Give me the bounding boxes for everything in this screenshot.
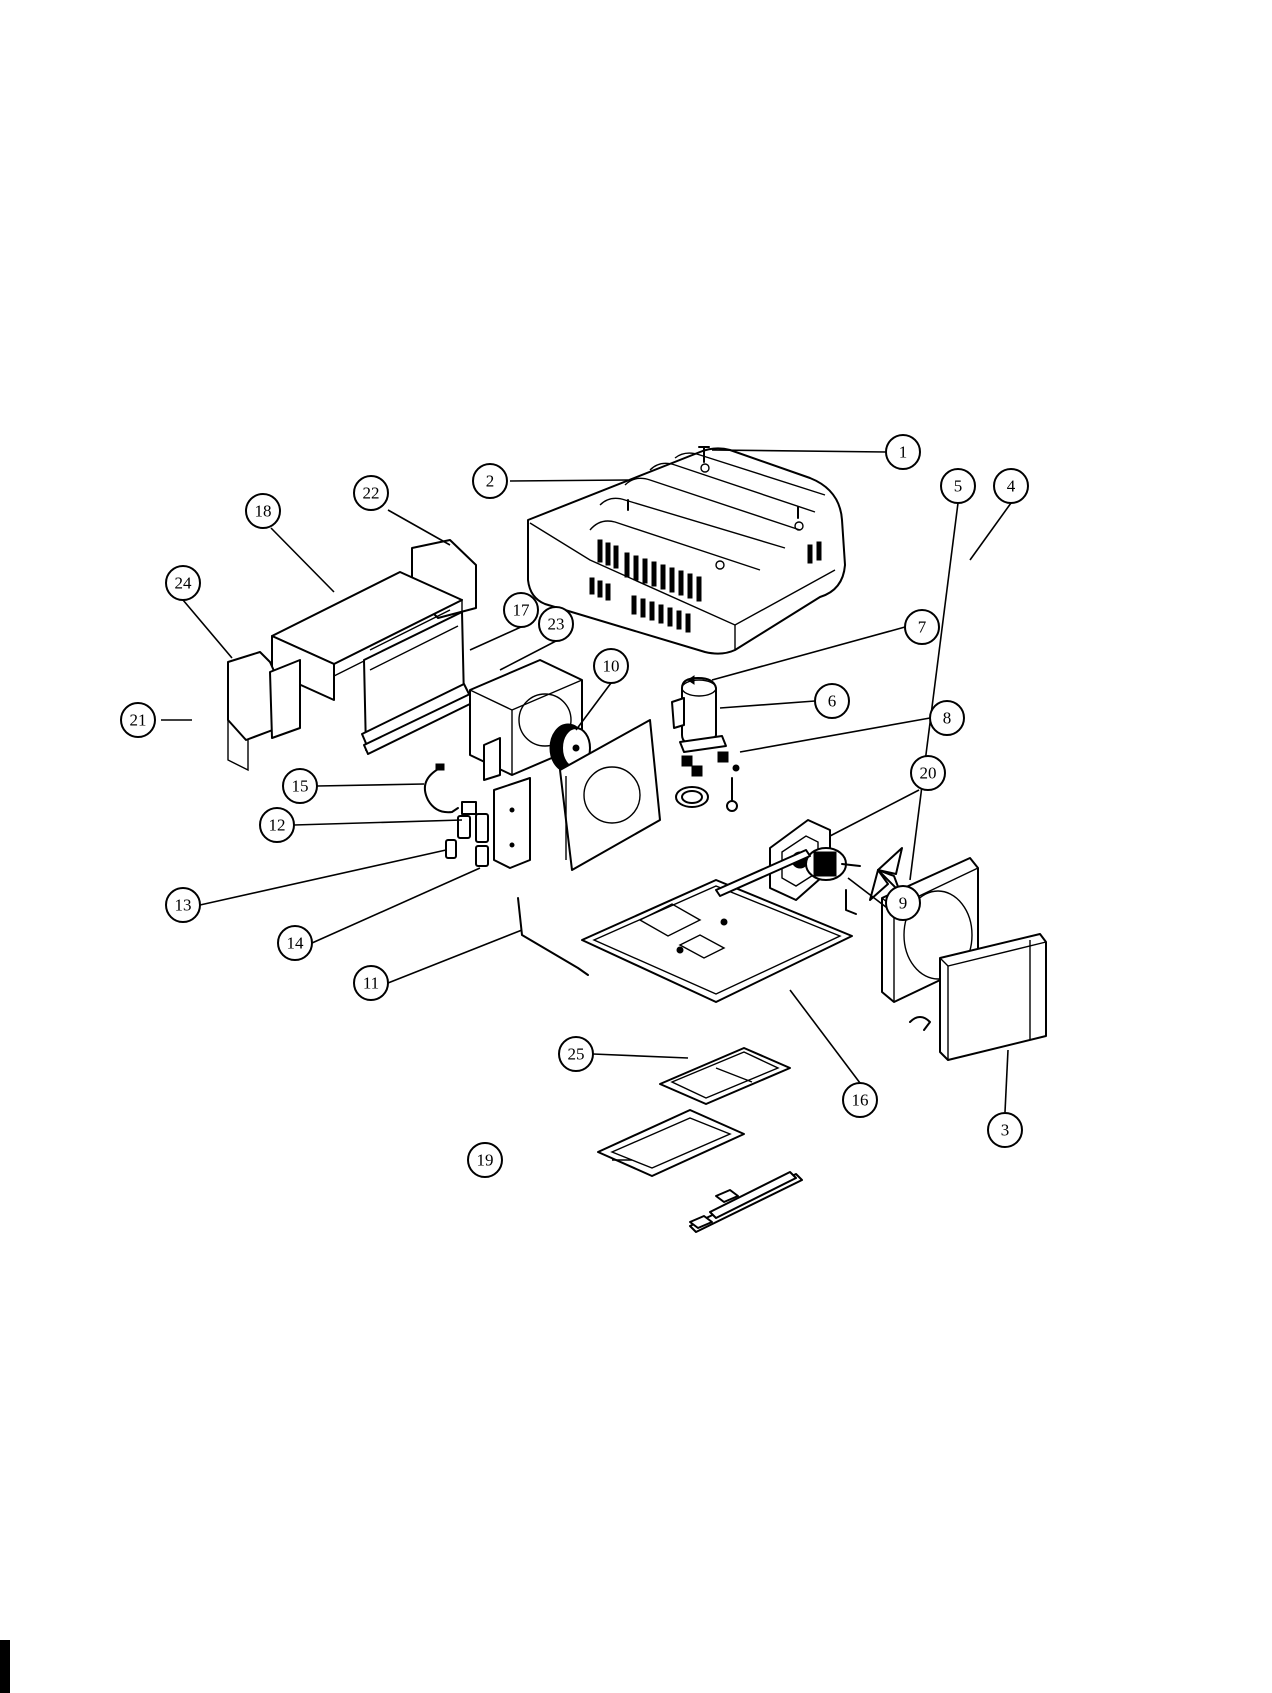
callout-10: 10 <box>593 648 629 684</box>
callout-20: 20 <box>910 755 946 791</box>
callout-label: 4 <box>1007 477 1016 496</box>
callout-label: 11 <box>363 974 379 993</box>
callout-label: 12 <box>269 816 286 835</box>
part-16-base-pan <box>581 849 853 1003</box>
part-5-fan-blade <box>845 847 903 915</box>
callout-label: 19 <box>477 1151 494 1170</box>
part-blower-plate <box>559 719 661 871</box>
part-11-tube <box>517 897 589 976</box>
callout-2: 2 <box>472 463 508 499</box>
callout-label: 3 <box>1001 1121 1010 1140</box>
callout-label: 9 <box>899 894 908 913</box>
callout-16: 16 <box>842 1082 878 1118</box>
part-capacitors <box>445 813 489 867</box>
callout-14: 14 <box>277 925 313 961</box>
callout-label: 20 <box>920 764 937 783</box>
leader-lines <box>161 449 1012 1161</box>
callout-3: 3 <box>987 1112 1023 1148</box>
callout-13: 13 <box>165 887 201 923</box>
part-15-power-cord <box>424 763 477 815</box>
callout-label: 2 <box>486 472 495 491</box>
callout-15: 15 <box>282 768 318 804</box>
callout-label: 14 <box>287 934 305 953</box>
callout-label: 15 <box>292 777 309 796</box>
callout-17: 17 <box>503 592 539 628</box>
callout-21: 21 <box>120 702 156 738</box>
part-9-motor <box>805 847 861 881</box>
callout-label: 22 <box>363 484 380 503</box>
callout-1: 1 <box>885 434 921 470</box>
callouts: 1 2 3 4 5 6 7 8 9 10 11 12 13 14 15 16 1… <box>120 434 1029 1178</box>
callout-18: 18 <box>245 493 281 529</box>
part-8-hardware <box>675 764 740 812</box>
callout-label: 16 <box>852 1091 869 1110</box>
callout-label: 7 <box>918 618 927 637</box>
part-bracket <box>493 777 531 869</box>
callout-label: 1 <box>899 443 908 462</box>
callout-23: 23 <box>538 606 574 642</box>
part-19-frame <box>597 1109 803 1233</box>
callout-6: 6 <box>814 683 850 719</box>
callout-label: 17 <box>513 601 531 620</box>
callout-5: 5 <box>940 468 976 504</box>
part-6-compressor <box>671 675 729 777</box>
callout-11: 11 <box>353 965 389 1001</box>
part-25-plate <box>659 1047 791 1105</box>
callout-label: 21 <box>130 711 147 730</box>
part-screws <box>627 446 799 519</box>
scan-edge-mark <box>0 1640 10 1693</box>
callout-19: 19 <box>467 1142 503 1178</box>
part-shroud <box>527 447 846 655</box>
callout-7: 7 <box>904 609 940 645</box>
callout-9: 9 <box>885 885 921 921</box>
callout-label: 5 <box>954 477 963 496</box>
callout-label: 6 <box>828 692 837 711</box>
callout-label: 13 <box>175 896 192 915</box>
callout-22: 22 <box>353 475 389 511</box>
callout-8: 8 <box>929 700 965 736</box>
callout-label: 24 <box>175 574 193 593</box>
callout-label: 10 <box>603 657 620 676</box>
callout-label: 18 <box>255 502 272 521</box>
callout-4: 4 <box>993 468 1029 504</box>
callout-24: 24 <box>165 565 201 601</box>
callout-25: 25 <box>558 1036 594 1072</box>
callout-label: 25 <box>568 1045 585 1064</box>
callout-label: 23 <box>548 615 565 634</box>
callout-12: 12 <box>259 807 295 843</box>
part-24-side-panel <box>227 651 301 772</box>
callout-label: 8 <box>943 709 952 728</box>
part-3-condenser-coil <box>909 933 1047 1061</box>
